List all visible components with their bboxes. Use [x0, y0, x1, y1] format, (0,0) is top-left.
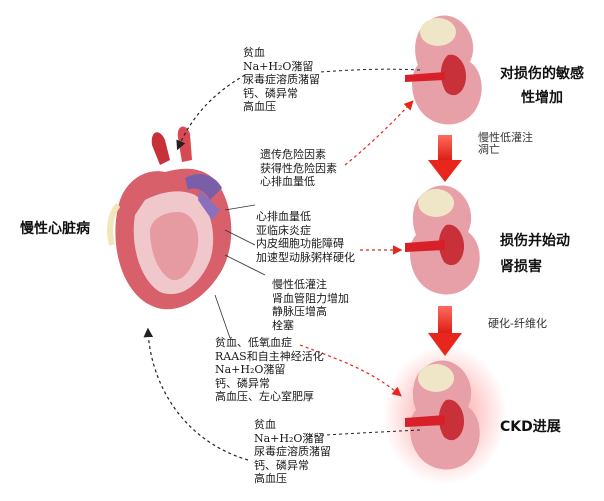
block-heart-to-kidney: 心排血量低 亚临床炎症 内皮细胞功能障碍 加速型动脉粥样硬化 [256, 210, 355, 264]
block-bottom: 贫血 Na+H₂O潴留 尿毒症溶质潴留 钙、磷异常 高血压 [254, 418, 331, 485]
arrow-bottom-to-heart [143, 327, 249, 461]
progression-arrow-1 [428, 135, 462, 182]
kidney-stage-3-label: CKD进展 [500, 419, 561, 435]
kidney-stage-2-label: 损伤并始动 肾损害 [500, 233, 570, 275]
kidney-stage-1-label: 对损伤的敏感 性增加 [500, 66, 584, 106]
arrow-kidney-to-top [319, 68, 421, 73]
block-risk-factors: 遗传危险因素 获得性危险因素 心排血量低 [260, 148, 337, 188]
block-kidney-hemodynamics: 慢性低灌注 肾血管阻力增加 静脉压增高 栓塞 [272, 278, 349, 332]
kidney-illustration-2 [405, 185, 480, 295]
arrow-heart-to-kidney-1 [344, 100, 414, 166]
block-top: 贫血 Na+H₂O潴留 尿毒症溶质潴留 钙、磷异常 高血压 [243, 46, 320, 113]
kidney-illustration-3 [383, 345, 507, 485]
arrow-heart-to-kidney-3 [299, 344, 402, 397]
transition-1-note: 慢性低灌注 凋亡 [478, 131, 533, 156]
arrow-top-to-heart [176, 74, 246, 151]
kidney-illustration-1 [405, 15, 482, 125]
connector-lines [214, 204, 266, 339]
heart-illustration [107, 126, 232, 310]
transition-2-note: 硬化-纤维化 [488, 317, 547, 330]
progression-arrow-2 [428, 306, 462, 356]
block-kidney-to-heart: 贫血、低氧血症 RAAS和自主神经活化 Na+H₂O潴留 钙、磷异常 高血压、左… [215, 336, 324, 403]
heart-label: 慢性心脏病 [20, 221, 90, 237]
arrow-kidney-to-bottom [309, 429, 421, 437]
